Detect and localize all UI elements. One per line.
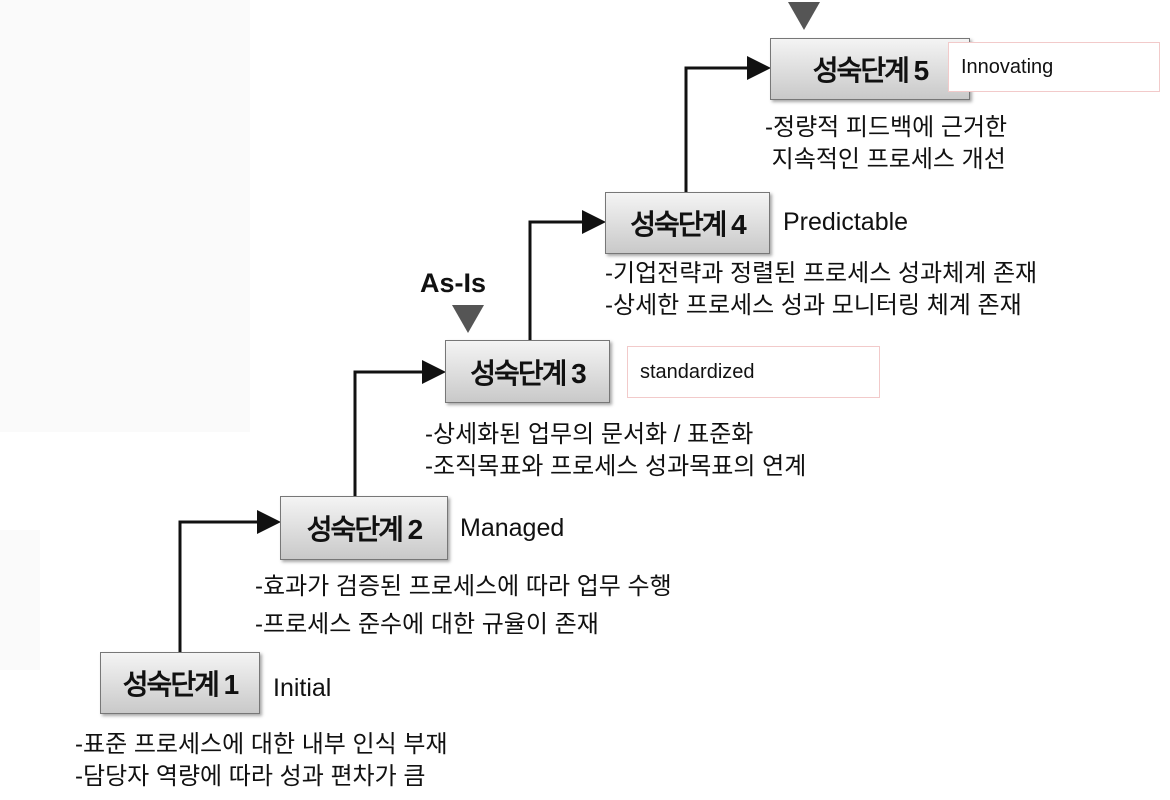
- desc-line: -상세화된 업무의 문서화 / 표준화: [425, 421, 754, 448]
- desc-line: -상세한 프로세스 성과 모니터링 체계 존재: [605, 292, 1022, 319]
- stage-5-desc: -정량적 피드백에 근거한 지속적인 프로세스 개선: [765, 112, 1007, 176]
- arrow-4-to-5: [684, 56, 771, 192]
- desc-line: -담당자 역량에 따라 성과 편차가 큼: [75, 763, 426, 790]
- background-panel: [0, 0, 250, 432]
- desc-line: -프로세스 준수에 대한 규율이 존재: [255, 611, 599, 638]
- stage-3-title: 성숙단계 3: [470, 357, 586, 389]
- desc-line: -효과가 검증된 프로세스에 따라 업무 수행: [255, 573, 672, 600]
- arrow-3-to-4: [528, 210, 606, 340]
- desc-line: -기업전략과 정렬된 프로세스 성과체계 존재: [605, 260, 1038, 287]
- target-marker-icon: [788, 2, 820, 30]
- stage-5-box: 성숙단계 5: [770, 38, 970, 100]
- desc-line: 지속적인 프로세스 개선: [765, 146, 1006, 173]
- desc-line: -조직목표와 프로세스 성과목표의 연계: [425, 453, 807, 480]
- stage-3-box: 성숙단계 3: [445, 340, 610, 403]
- stage-2-desc: -효과가 검증된 프로세스에 따라 업무 수행 -프로세스 준수에 대한 규율이…: [255, 568, 672, 644]
- stage-2-box: 성숙단계 2: [280, 496, 448, 560]
- as-is-label: As-Is: [420, 268, 487, 298]
- stage-4-box: 성숙단계 4: [605, 192, 770, 254]
- stage-1-name: Initial: [273, 674, 332, 702]
- stage-5-title: 성숙단계 5: [812, 55, 929, 86]
- background-panel: [0, 530, 40, 670]
- stage-2-name: Managed: [460, 514, 565, 542]
- desc-line: -정량적 피드백에 근거한: [765, 114, 1008, 141]
- stage-1-box: 성숙단계 1: [100, 652, 260, 714]
- stage-3-desc: -상세화된 업무의 문서화 / 표준화 -조직목표와 프로세스 성과목표의 연계: [425, 419, 806, 483]
- stage-1-title: 성숙단계 1: [122, 669, 239, 700]
- desc-line: -표준 프로세스에 대한 내부 인식 부재: [75, 731, 448, 758]
- arrow-1-to-2: [178, 510, 281, 652]
- stage-4-title: 성숙단계 4: [630, 209, 746, 240]
- stage-4-desc: -기업전략과 정렬된 프로세스 성과체계 존재 -상세한 프로세스 성과 모니터…: [605, 258, 1037, 322]
- stage-3-name: standardized: [627, 346, 880, 398]
- stage-5-name: Innovating: [948, 42, 1160, 92]
- stage-4-name: Predictable: [783, 208, 909, 236]
- stage-2-title: 성숙단계 2: [306, 514, 423, 545]
- as-is-marker-icon: [452, 305, 484, 333]
- stage-1-desc: -표준 프로세스에 대한 내부 인식 부재 -담당자 역량에 따라 성과 편차가…: [75, 729, 448, 793]
- arrow-2-to-3: [353, 360, 446, 496]
